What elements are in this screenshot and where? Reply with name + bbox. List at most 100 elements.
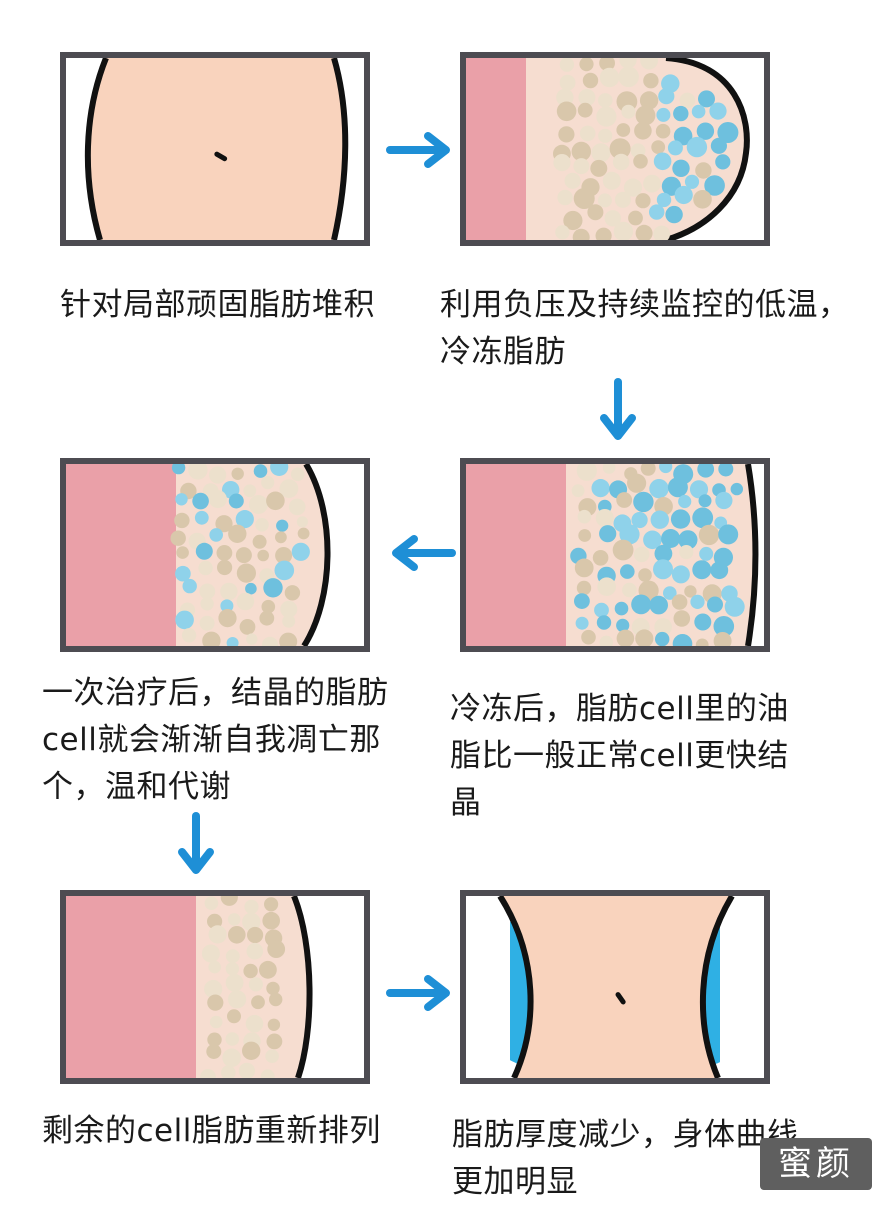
- fat-cell: [565, 173, 581, 189]
- fat-cell: [200, 616, 215, 631]
- fat-cell: [583, 73, 598, 88]
- frozen-fat-cell: [649, 479, 668, 498]
- fat-cell: [226, 974, 244, 992]
- frozen-illustration: [466, 464, 764, 646]
- frozen-fat-cell: [292, 543, 310, 561]
- fat-cell: [226, 962, 239, 975]
- caption-line: 剩余的cell脂肪重新排列: [42, 1108, 381, 1155]
- panel-waist-after: [460, 890, 770, 1084]
- caption-line: 脂比一般正常cell更快结: [450, 733, 789, 780]
- panel-suction: [460, 52, 770, 246]
- fat-cell: [226, 949, 240, 963]
- frozen-fat-cell: [276, 520, 288, 532]
- fat-cell: [695, 162, 711, 178]
- frozen-fat-cell: [678, 495, 691, 508]
- fat-cell: [209, 925, 227, 943]
- step-2-caption: 利用负压及持续监控的低温， 冷冻脂肪: [440, 282, 850, 376]
- fat-cell: [680, 93, 696, 109]
- fat-cell: [266, 492, 285, 511]
- caption-line: 更加明显: [452, 1159, 799, 1206]
- frozen-fat-cell: [675, 186, 693, 204]
- fat-cell: [247, 927, 263, 943]
- frozen-fat-cell: [710, 561, 728, 579]
- fat-cell: [210, 1016, 223, 1029]
- frozen-fat-cell: [275, 561, 295, 581]
- fat-cell: [262, 912, 280, 930]
- fat-cell: [597, 577, 616, 596]
- fat-cell: [200, 597, 213, 610]
- fat-cell: [560, 75, 576, 91]
- fat-cell: [635, 193, 650, 208]
- caption-line: 个，温和代谢: [42, 764, 389, 811]
- frozen-fat-cell: [687, 137, 707, 157]
- fat-cell: [643, 73, 658, 88]
- fat-cell: [228, 913, 241, 926]
- fat-cell: [226, 1032, 240, 1046]
- rearranged-illustration: [66, 896, 364, 1078]
- fat-cell: [679, 545, 693, 559]
- fat-cell: [255, 518, 269, 532]
- panel-rearranged: [60, 890, 370, 1084]
- fat-cell: [618, 67, 639, 88]
- step-4-caption: 一次治疗后，结晶的脂肪 cell就会渐渐自我凋亡那 个，温和代谢: [42, 670, 389, 811]
- fat-cell: [616, 492, 632, 508]
- fat-cell: [242, 1042, 260, 1060]
- fat-cell: [249, 495, 268, 514]
- fat-cell: [598, 93, 613, 108]
- fat-cell: [587, 204, 603, 220]
- frozen-fat-cell: [671, 509, 690, 528]
- fat-cell: [616, 123, 630, 137]
- fat-cell: [282, 615, 295, 628]
- fat-cell: [578, 103, 593, 118]
- fat-cell: [267, 1034, 283, 1050]
- fat-cell: [228, 990, 246, 1008]
- fat-cell: [643, 175, 661, 193]
- suction-illustration: [466, 58, 764, 240]
- fat-cell: [672, 594, 688, 610]
- fat-cell: [243, 484, 256, 497]
- fat-cell: [699, 525, 719, 545]
- fat-cell: [634, 122, 652, 140]
- fat-cell: [206, 1044, 221, 1059]
- frozen-fat-cell: [711, 138, 727, 154]
- fat-cell: [259, 961, 277, 979]
- fat-cell: [217, 545, 233, 561]
- fat-cell: [598, 129, 612, 143]
- fat-cell: [249, 977, 263, 991]
- fat-cell: [580, 126, 596, 142]
- fat-cell: [174, 513, 189, 528]
- arrow-down-icon: [174, 812, 218, 876]
- fat-cell: [257, 550, 269, 562]
- frozen-fat-cell: [694, 614, 711, 631]
- arrow-right-icon: [386, 128, 456, 172]
- fat-cell: [265, 1049, 279, 1063]
- fat-cell: [267, 940, 285, 958]
- step-1-caption: 针对局部顽固脂肪堆积: [60, 282, 375, 329]
- step-5-caption: 剩余的cell脂肪重新排列: [42, 1108, 381, 1155]
- frozen-fat-cell: [597, 615, 611, 629]
- waist-after-illustration: [466, 896, 764, 1078]
- frozen-fat-cell: [576, 617, 589, 630]
- frozen-fat-cell: [656, 108, 670, 122]
- fat-cell: [603, 172, 621, 190]
- panel-frozen: [460, 458, 770, 652]
- fat-cell: [693, 190, 712, 209]
- fat-cell: [227, 1009, 241, 1023]
- fat-cell: [558, 126, 574, 142]
- fat-cell: [237, 564, 256, 583]
- frozen-fat-cell: [653, 559, 673, 579]
- frozen-fat-cell: [731, 483, 743, 495]
- frozen-fat-cell: [649, 596, 668, 615]
- frozen-fat-cell: [183, 579, 197, 593]
- fat-cell: [199, 584, 215, 600]
- frozen-fat-cell: [254, 464, 268, 478]
- frozen-fat-cell: [654, 153, 672, 171]
- caption-line: 利用负压及持续监控的低温，: [440, 282, 850, 329]
- frozen-fat-cell: [192, 493, 209, 510]
- fat-cell: [638, 568, 652, 582]
- frozen-fat-cell: [690, 595, 704, 609]
- fat-cell: [615, 192, 631, 208]
- step-6-caption: 脂肪厚度减少，身体曲线 更加明显: [452, 1112, 799, 1206]
- fat-cell: [628, 211, 643, 226]
- caption-line: 晶: [450, 780, 789, 827]
